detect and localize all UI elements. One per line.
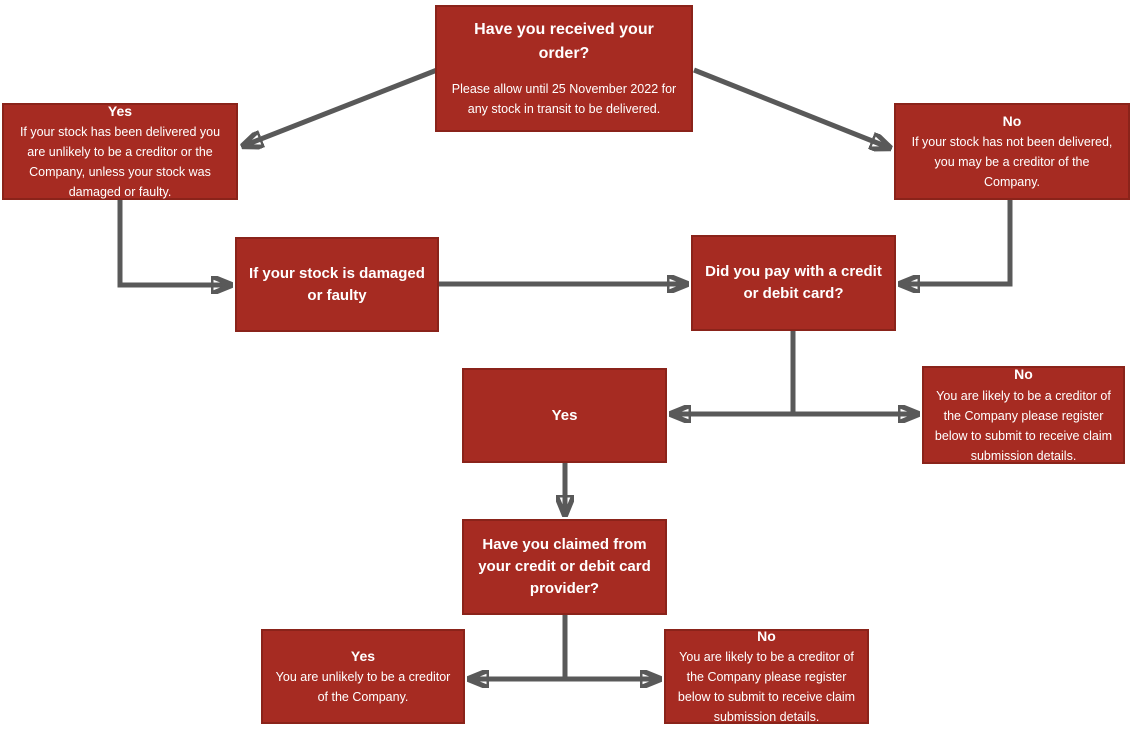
node-no-claimed-title: No [757,627,776,644]
node-received-order: Have you received your order? Please all… [435,5,693,132]
node-no-claimed: No You are likely to be a creditor of th… [664,627,869,725]
node-yes-delivered-title: Yes [107,102,133,119]
node-credit-debit-card-title: Did you pay with a credit or debit card? [705,263,882,302]
node-no-delivered: No If your stock has not been delivered,… [894,103,1130,200]
arrow-top-to-no-delivered [693,67,890,148]
node-received-order-title: Have you received your order? [474,21,654,62]
node-yes-claimed-body: You are unlikely to be a creditor of the… [275,670,451,705]
node-claimed-provider-title: Have you claimed from your credit or deb… [478,536,651,597]
node-no-paid-card: No You are likely to be a creditor of th… [922,366,1125,464]
arrow-no-delivered-to-card [900,200,1013,284]
node-received-order-body: Please allow until 25 November 2022 for … [451,81,677,116]
node-damaged-faulty: If your stock is damaged or faulty [235,237,439,332]
node-yes-claimed-title: Yes [350,647,376,664]
node-no-delivered-title: No [1002,112,1022,129]
node-no-paid-card-body: You are likely to be a creditor of the C… [934,388,1113,463]
node-yes-delivered-body: If your stock has been delivered you are… [19,125,221,200]
node-yes-paid-card: Yes [462,368,667,463]
node-no-delivered-body: If your stock has not been delivered, yo… [911,135,1113,190]
node-yes-claimed: Yes You are unlikely to be a creditor of… [261,629,465,724]
node-yes-paid-card-title: Yes [551,406,578,424]
node-no-claimed-body: You are likely to be a creditor of the C… [677,650,856,725]
node-credit-debit-card: Did you pay with a credit or debit card? [691,235,896,331]
arrow-yes-delivered-to-damaged [117,200,231,285]
node-yes-delivered: Yes If your stock has been delivered you… [2,103,238,200]
node-no-paid-card-title: No [1014,366,1033,383]
node-damaged-faulty-title: If your stock is damaged or faulty [249,264,425,304]
node-claimed-provider: Have you claimed from your credit or deb… [462,519,667,615]
arrow-top-to-yes-delivered [243,67,438,146]
